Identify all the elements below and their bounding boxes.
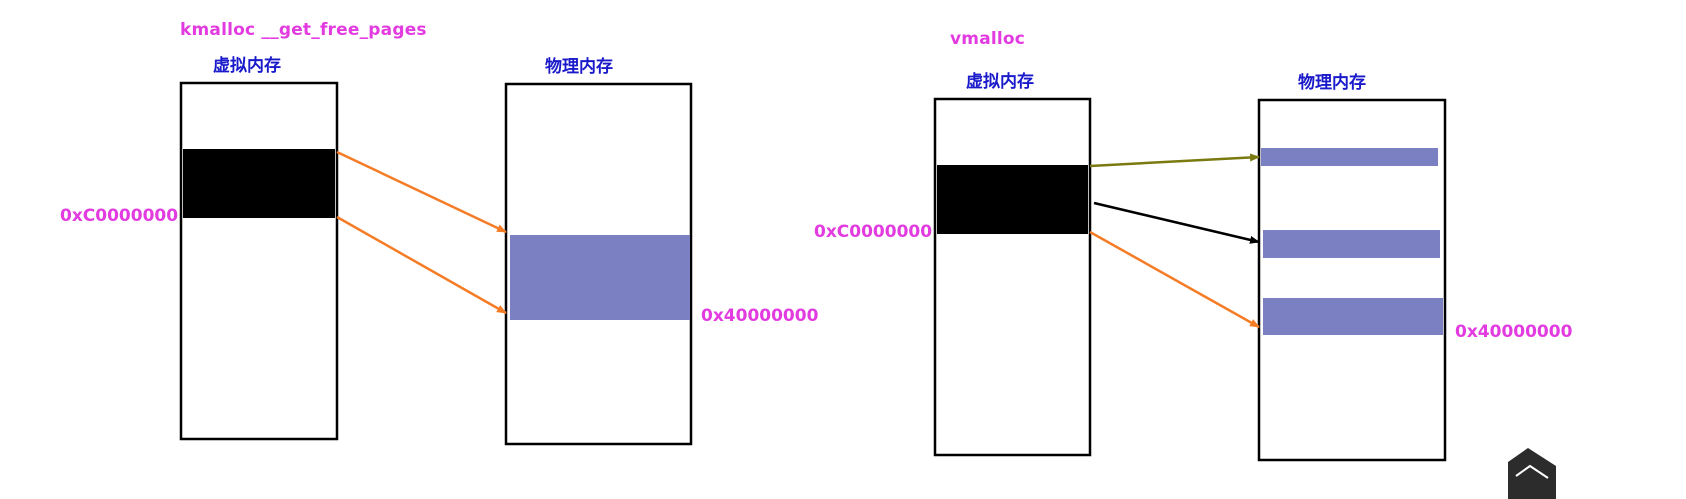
right-physical-page-2: [1263, 230, 1440, 258]
left-physical-address: 0x40000000: [701, 306, 819, 326]
right-physical-memory-label: 物理内存: [1298, 73, 1366, 93]
left-physical-memory-label: 物理内存: [545, 57, 613, 77]
right-virtual-memory-label: 虚拟内存: [966, 72, 1034, 92]
left-physical-contiguous-region: [510, 235, 690, 320]
right-virtual-memory-box: [933, 97, 1092, 457]
right-mapping-arrow-2: [1093, 201, 1260, 244]
right-virtual-address: 0xC0000000: [814, 222, 933, 242]
right-mapping-arrow-3: [1089, 230, 1260, 329]
right-physical-address: 0x40000000: [1455, 322, 1573, 342]
left-virtual-memory-box: [179, 81, 339, 441]
left-virtual-allocated-region: [183, 149, 335, 218]
right-mapping-arrow-1: [1089, 153, 1260, 168]
left-virtual-memory-label: 虚拟内存: [213, 56, 281, 76]
left-mapping-arrow-bottom: [336, 215, 507, 315]
right-physical-page-3: [1263, 298, 1443, 335]
kmalloc-title: kmalloc __get_free_pages: [180, 20, 427, 40]
left-mapping-arrow-top: [336, 150, 507, 234]
vmalloc-title: vmalloc: [950, 29, 1026, 49]
left-virtual-address: 0xC0000000: [60, 206, 179, 226]
right-physical-page-1: [1261, 148, 1438, 166]
corner-badge-icon[interactable]: [1508, 448, 1556, 499]
right-virtual-allocated-region: [937, 165, 1088, 234]
